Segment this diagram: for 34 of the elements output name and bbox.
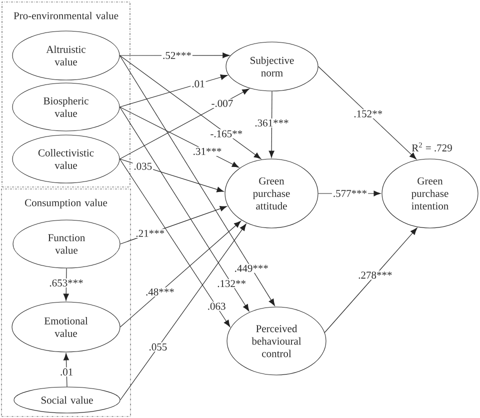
edge-label: .577***: [332, 188, 368, 198]
edge-label: .21***: [134, 228, 166, 238]
edge-label: .52***: [162, 50, 192, 60]
edge-label: -.165**: [209, 129, 244, 138]
edge-label: .449***: [233, 264, 270, 273]
edge-label: .152**: [352, 109, 384, 118]
arrow: [119, 106, 250, 312]
arrow: [119, 74, 228, 108]
arrow: [119, 88, 250, 160]
arrow: [120, 224, 246, 400]
arrow: [63, 268, 69, 301]
edge-label: .01: [190, 79, 206, 88]
edge-label: .48***: [144, 287, 176, 297]
arrow: [318, 66, 417, 160]
arrow: [119, 55, 262, 160]
r-squared-label: R$^{2}$ = .729: [412, 142, 452, 152]
edge-label: .01: [59, 367, 74, 377]
edge-label: .132**: [216, 279, 247, 288]
arrow: [119, 106, 240, 168]
arrow: [119, 55, 275, 306]
arrow: [63, 353, 69, 388]
edge-label: .653***: [48, 278, 84, 288]
arrow: [120, 220, 242, 328]
arrow: [119, 158, 224, 192]
edge-label: .361***: [254, 118, 290, 128]
arrow: [324, 228, 418, 333]
edge-label: .055: [148, 342, 168, 352]
arrow: [119, 158, 230, 328]
arrow: [268, 90, 274, 158]
edge-label: .063: [206, 302, 227, 311]
edge-label: -.007: [210, 98, 234, 108]
edge-label: .035: [132, 162, 154, 171]
edge-label: .31***: [192, 146, 223, 156]
edge-label: .278***: [357, 270, 394, 280]
